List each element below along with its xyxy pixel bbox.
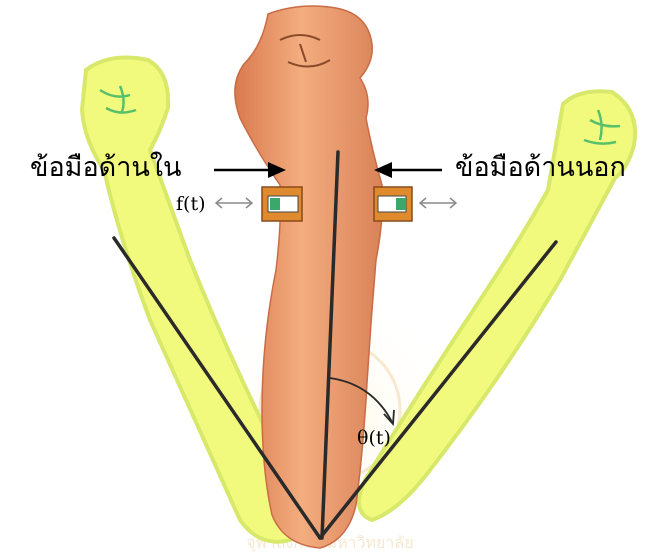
double-arrow-left-icon: [216, 198, 252, 208]
inner-wrist-label: ข้อมือด้านใน: [30, 151, 181, 183]
outer-wrist-label: ข้อมือด้านนอก: [455, 152, 626, 183]
double-arrow-right-icon: [420, 198, 456, 208]
force-label: f(t): [176, 193, 206, 215]
wrist-sensor-left: [262, 187, 302, 221]
arrow-outer-wrist: [374, 162, 442, 178]
angle-label: θ(t): [357, 427, 391, 449]
wrist-sensor-right: [374, 187, 412, 221]
